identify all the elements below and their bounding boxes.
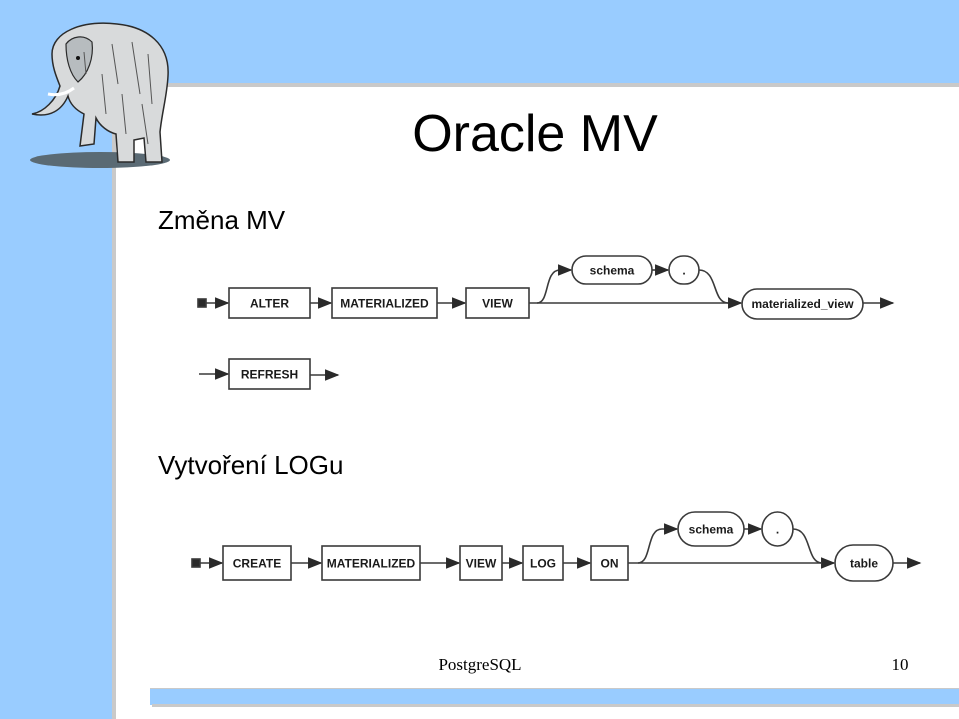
top-band-shadow — [112, 83, 959, 87]
dot-separator-label: . — [682, 264, 685, 278]
view-keyword-label-2: VIEW — [466, 557, 497, 571]
log-keyword-box — [522, 545, 564, 581]
table-identifier-label: table — [850, 557, 878, 571]
page-number: 10 — [891, 655, 909, 674]
materialized-keyword-label-2: MATERIALIZED — [327, 557, 416, 571]
diagram-start-marker-2 — [191, 558, 201, 568]
materialized-view-identifier-pill — [741, 288, 864, 320]
alter-keyword-label: ALTER — [250, 297, 289, 311]
left-band-shadow — [112, 83, 116, 719]
footer-title: PostgreSQL — [438, 655, 522, 674]
schema-identifier-label: schema — [590, 264, 635, 278]
slide-title: Oracle MV — [412, 105, 658, 163]
bottom-decor-bar — [150, 688, 959, 705]
create-keyword-label: CREATE — [233, 557, 281, 571]
schema-identifier-label-2: schema — [689, 523, 734, 537]
refresh-keyword-label: REFRESH — [241, 368, 298, 382]
section-heading-create: Vytvoření LOGu — [158, 450, 344, 480]
elephant-logo-icon — [30, 22, 170, 168]
on-keyword-label: ON — [601, 557, 619, 571]
view-keyword-label: VIEW — [482, 297, 513, 311]
diagram-start-marker — [197, 298, 207, 308]
alter-keyword-box — [228, 287, 311, 319]
materialized-view-identifier-label: materialized_view — [751, 297, 854, 311]
section-heading-alter: Změna MV — [158, 205, 286, 235]
bottom-bar-shadow — [152, 704, 959, 707]
materialized-keyword-label: MATERIALIZED — [340, 297, 429, 311]
log-keyword-label: LOG — [530, 557, 556, 571]
create-keyword-box — [222, 545, 292, 581]
dot-separator-label-2: . — [776, 523, 779, 537]
materialized-keyword-box-2 — [321, 545, 421, 581]
refresh-keyword-box — [228, 358, 311, 390]
materialized-keyword-box — [331, 287, 438, 319]
